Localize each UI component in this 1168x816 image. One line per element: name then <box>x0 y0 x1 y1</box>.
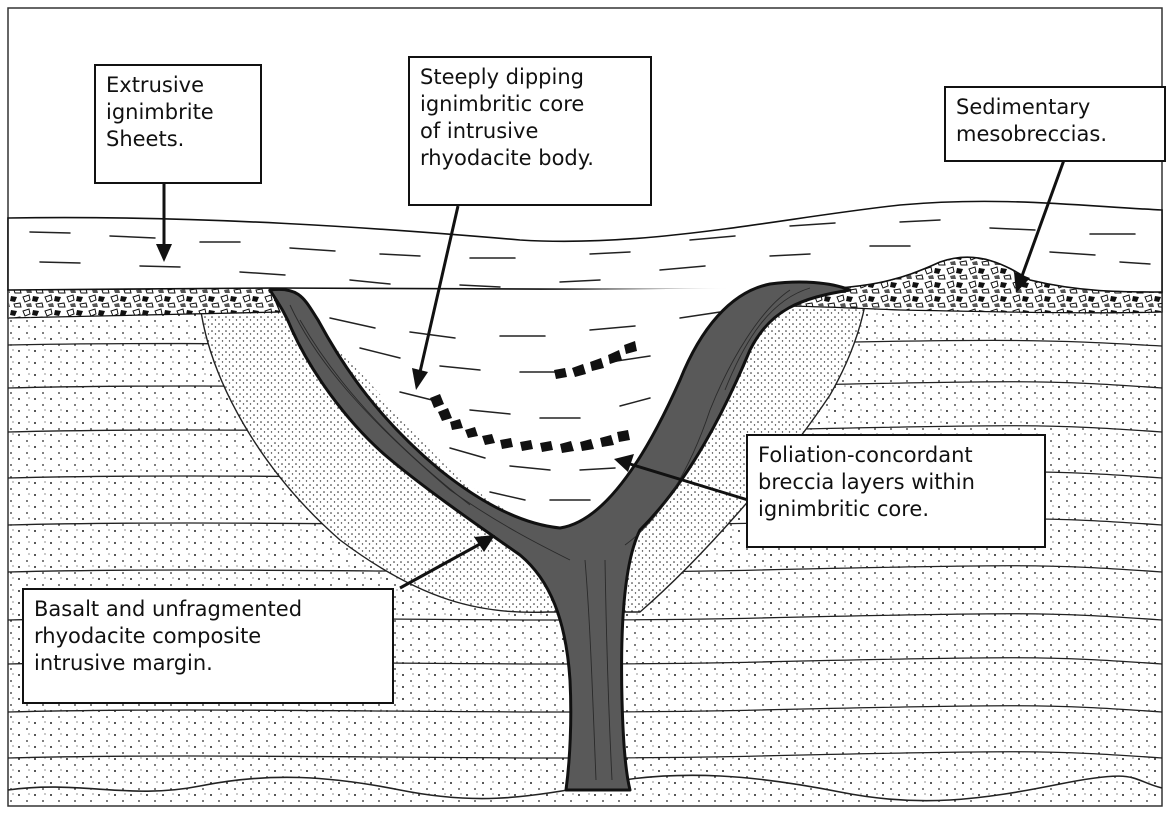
label-line: Extrusive <box>106 72 250 99</box>
label-ignimbritic-core: Steeply dipping ignimbritic core of intr… <box>408 56 652 206</box>
label-line: ignimbritic core. <box>758 496 1034 523</box>
label-line: Foliation-concordant <box>758 442 1034 469</box>
label-extrusive-ignimbrite: Extrusive ignimbrite Sheets. <box>94 64 262 184</box>
label-line: Sedimentary <box>956 94 1154 121</box>
label-foliation-breccia: Foliation-concordant breccia layers with… <box>746 434 1046 548</box>
label-line: Basalt and unfragmented <box>34 596 382 623</box>
label-line: rhyodacite composite <box>34 623 382 650</box>
label-intrusive-margin: Basalt and unfragmented rhyodacite compo… <box>22 588 394 704</box>
label-line: Steeply dipping <box>420 64 640 91</box>
label-line: Sheets. <box>106 126 250 153</box>
label-sedimentary-mesobreccias: Sedimentary mesobreccias. <box>944 86 1166 162</box>
label-line: rhyodacite body. <box>420 145 640 172</box>
label-line: mesobreccias. <box>956 121 1154 148</box>
label-line: breccia layers within <box>758 469 1034 496</box>
label-line: of intrusive <box>420 118 640 145</box>
label-line: ignimbritic core <box>420 91 640 118</box>
label-line: ignimbrite <box>106 99 250 126</box>
label-line: intrusive margin. <box>34 650 382 677</box>
